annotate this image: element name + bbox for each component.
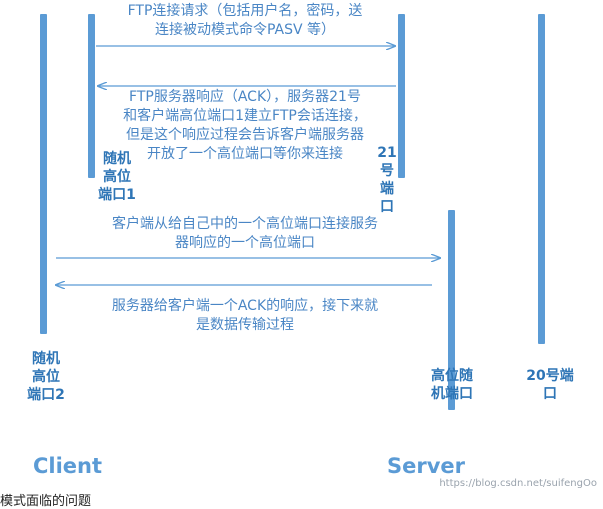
label-client-port2: 随机 高位 端口2	[27, 351, 65, 403]
server-random-port-bar	[448, 210, 455, 410]
message-data-connect: 客户端从给自己中的一个高位端口连接服务 器响应的一个高位端口	[112, 216, 378, 251]
watermark: https://blog.csdn.net/suifengOo	[439, 478, 597, 489]
label-server-port21: 21 号 端 口	[377, 145, 397, 215]
label-client-port1: 随机 高位 端口1	[98, 151, 136, 203]
client-lifeline-bar	[40, 14, 47, 334]
label-server-random-port: 高位随 机端口	[431, 368, 473, 402]
server-20-port-bar	[538, 14, 545, 344]
message-ack: FTP服务器响应（ACK），服务器21号 和客户端高位端口1建立FTP会话连接，…	[123, 89, 367, 162]
client-port1-bar	[88, 14, 95, 178]
server-title: Server	[387, 454, 466, 478]
message-request: FTP连接请求（包括用户名，密码，送 连接被动模式命令PASV 等）	[127, 3, 363, 38]
message-data-ack: 服务器给客户端一个ACK的响应，接下来就 是数据传输过程	[111, 298, 379, 333]
client-title: Client	[33, 454, 103, 478]
label-server-20-port: 20号端 口	[526, 368, 574, 402]
server-port21-bar	[398, 14, 405, 178]
